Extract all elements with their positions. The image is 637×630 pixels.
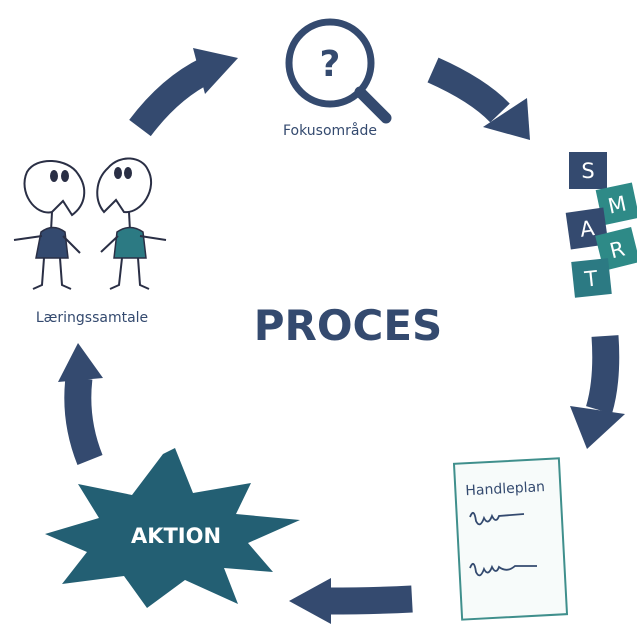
cycle-arrow-plan-to-action (289, 578, 413, 624)
smart-letter-s: S (581, 159, 594, 183)
learning-dialogue-label: Læringssamtale (36, 310, 148, 326)
smart-letter-a: A (578, 216, 596, 242)
action-plan-label: Handleplan (465, 479, 545, 499)
smart-letter-tiles (565, 152, 637, 298)
magnifier-icon (285, 18, 392, 124)
smart-letter-m: M (606, 191, 629, 218)
plan-document-icon (452, 457, 569, 621)
smart-letter-r: R (607, 237, 627, 264)
cycle-arrow-talk-to-focus (129, 48, 238, 137)
center-title: PROCES (254, 301, 443, 350)
cycle-arrow-focus-to-smart (427, 57, 530, 140)
cycle-arrow-action-to-talk (58, 343, 103, 466)
smart-letter-t: T (582, 266, 598, 291)
cycle-arrow-smart-to-plan (570, 335, 625, 449)
action-label: AKTION (131, 524, 221, 548)
starburst-icon (45, 448, 300, 608)
two-figures-icon (13, 157, 167, 290)
focus-area-label: Fokusområde (283, 122, 377, 139)
question-mark: ? (320, 44, 341, 85)
